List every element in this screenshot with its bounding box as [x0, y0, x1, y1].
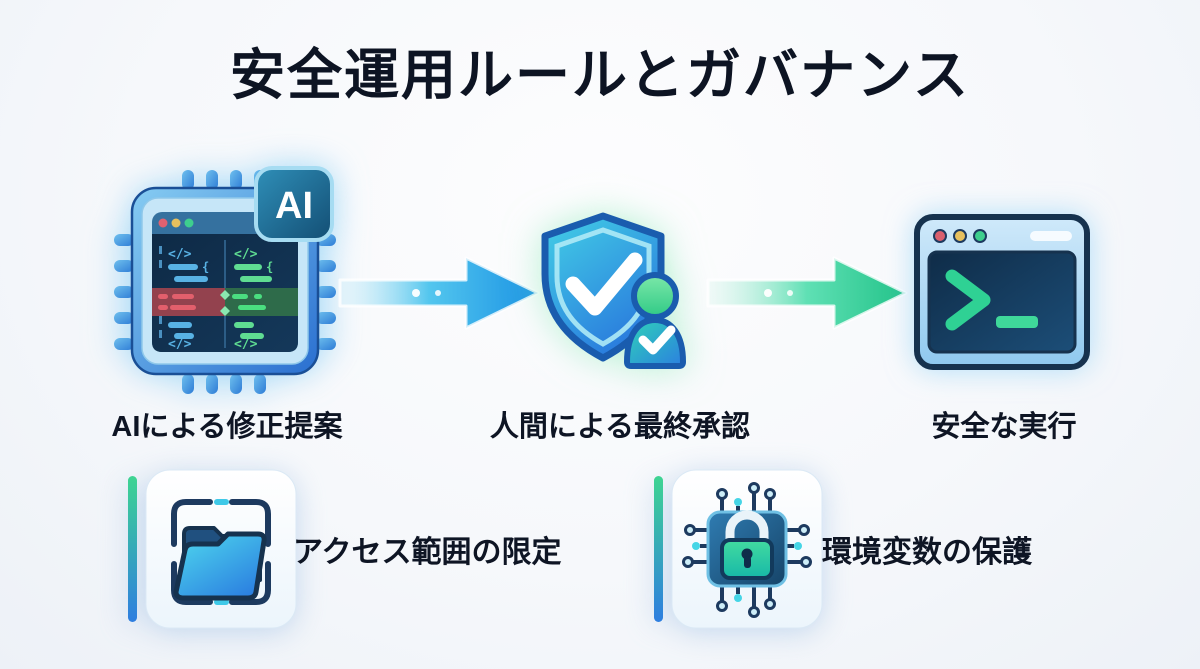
step-label-human-approval: 人間による最終承認 [489, 411, 751, 443]
prompt-chevron [945, 269, 991, 331]
ai-chip-code-diff-icon: </> { </> </> { [110, 166, 340, 398]
code-glyph-right-top: </> [234, 247, 258, 262]
page-title: 安全運用ルールとガバナンス [230, 44, 970, 106]
diff-merge-arrows [220, 290, 230, 316]
window-dot-green [184, 218, 194, 228]
code-glyph-left-bottom: </> [168, 337, 192, 352]
code-glyph-right-bottom: </> [234, 337, 258, 352]
code-glyph-left-top: </> [168, 247, 192, 262]
circuit-nodes [682, 482, 812, 618]
flow-arrow-1-icon [338, 250, 543, 336]
shield-check-user-icon [531, 208, 703, 380]
diff-right-column: </> { </> [220, 247, 298, 352]
folder-scope-icon [126, 468, 298, 630]
window-dot-yellow [171, 218, 181, 228]
ai-chip-svg: </> { </> </> { [114, 166, 336, 394]
diff-removed-block [152, 288, 225, 316]
brace-glyph-right: { [266, 260, 273, 274]
shield-svg [541, 212, 687, 369]
terminal-titlebar-pill [1030, 231, 1072, 241]
shield-checkmark [565, 252, 643, 316]
terminal-svg [914, 214, 1090, 370]
step-label-safe-execution: 安全な実行 [931, 411, 1077, 443]
feature-label-access-scope: アクセス範囲の限定 [293, 536, 562, 569]
terminal-icon [912, 212, 1092, 372]
diff-left-column: </> { </> [152, 246, 225, 352]
ai-badge-label: AI [275, 185, 313, 227]
diff-added-block [225, 288, 298, 316]
lock-circuit-svg [654, 469, 823, 629]
circuit-cyan-dots [692, 498, 802, 602]
folder-scope-svg [128, 469, 297, 629]
approval-checkmark [638, 325, 676, 355]
lock-keyhole [741, 548, 753, 568]
window-dot-red [158, 218, 168, 228]
ai-badge: AI [254, 166, 334, 242]
step-label-ai-proposal: AIによる修正提案 [111, 411, 343, 443]
approver-person [623, 272, 687, 369]
folder-front [173, 531, 267, 601]
flow-arrow-2-icon [706, 250, 911, 336]
brace-glyph-left: { [202, 260, 209, 274]
prompt-cursor [996, 316, 1038, 328]
feature-label-env-protection: 環境変数の保護 [822, 536, 1032, 569]
window-dots [158, 218, 194, 228]
terminal-window-dots [933, 229, 987, 243]
lock-circuit-icon [652, 468, 824, 630]
card-accent-bar [654, 476, 663, 622]
scope-dash-top [214, 499, 229, 505]
card-accent-bar [128, 476, 137, 622]
lock-shackle [725, 510, 769, 545]
terminal-screen [927, 250, 1077, 354]
